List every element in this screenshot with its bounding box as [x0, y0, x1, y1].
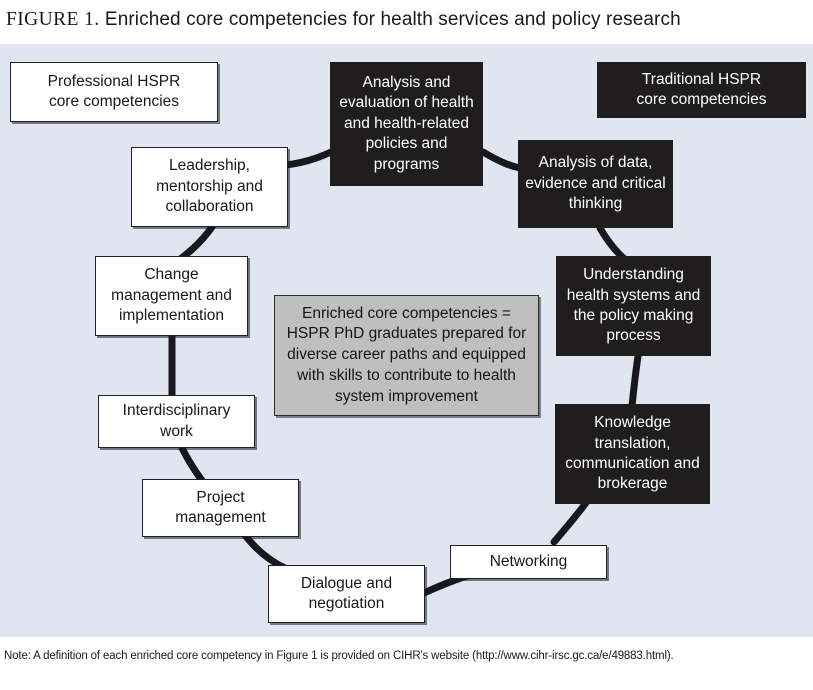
connector-analysis-to-data [479, 148, 524, 172]
footer-note: Note: A definition of each enriched core… [4, 650, 674, 662]
legend-traditional-line1: Traditional HSPR [641, 70, 762, 88]
figure-caption: Enriched core competencies for health se… [104, 9, 681, 30]
node-dialogue-negotiation[interactable]: Dialogue and negotiation [268, 565, 425, 623]
node-interdisciplinary-work[interactable]: Interdisciplinary work [98, 395, 255, 448]
figure-label: FIGURE 1. [6, 9, 100, 30]
node-leadership-mentorship[interactable]: Leadership, mentorship and collaboration [131, 147, 288, 227]
legend-professional-line2: core competencies [48, 93, 180, 110]
node-analysis-data-evidence[interactable]: Analysis of data, evidence and critical … [518, 140, 673, 228]
legend-traditional-hspr: Traditional HSPR core competencies [597, 62, 806, 118]
legend-professional-hspr: Professional HSPR core competencies [10, 62, 218, 122]
node-analysis-evaluation-policies[interactable]: Analysis and evaluation of health and he… [330, 62, 483, 186]
center-definition-box: Enriched core competencies = HSPR PhD gr… [274, 295, 539, 416]
node-label: Dialogue and negotiation [300, 574, 393, 612]
node-label: Change management and implementation [111, 266, 232, 325]
node-label: Analysis of data, evidence and critical … [525, 154, 666, 213]
node-label: Knowledge translation, communication and… [565, 414, 700, 493]
node-change-management[interactable]: Change management and implementation [95, 256, 248, 336]
connector-networking-to-knowledge [550, 496, 592, 546]
node-knowledge-translation[interactable]: Knowledge translation, communication and… [555, 404, 710, 504]
diagram-panel: Professional HSPR core competencies Trad… [0, 44, 813, 637]
center-definition-text: Enriched core competencies = HSPR PhD gr… [286, 304, 527, 405]
node-label: Networking [489, 552, 568, 570]
connector-knowledge-to-understanding [628, 352, 642, 410]
node-networking[interactable]: Networking [450, 545, 607, 579]
connector-project-to-dialogue [240, 530, 289, 572]
node-label: Understanding health systems and the pol… [566, 266, 701, 345]
legend-traditional-line2: core competencies [636, 91, 767, 108]
node-label: Interdisciplinary work [122, 402, 231, 440]
legend-professional-line1: Professional HSPR [47, 72, 181, 90]
page-title: FIGURE 1. Enriched core competencies for… [6, 9, 806, 39]
node-label: Analysis and evaluation of health and he… [339, 73, 474, 173]
node-label: Leadership, mentorship and collaboration [156, 157, 263, 216]
node-project-management[interactable]: Project management [142, 479, 299, 537]
node-understanding-health-systems[interactable]: Understanding health systems and the pol… [556, 256, 711, 356]
node-label: Project management [175, 488, 266, 526]
